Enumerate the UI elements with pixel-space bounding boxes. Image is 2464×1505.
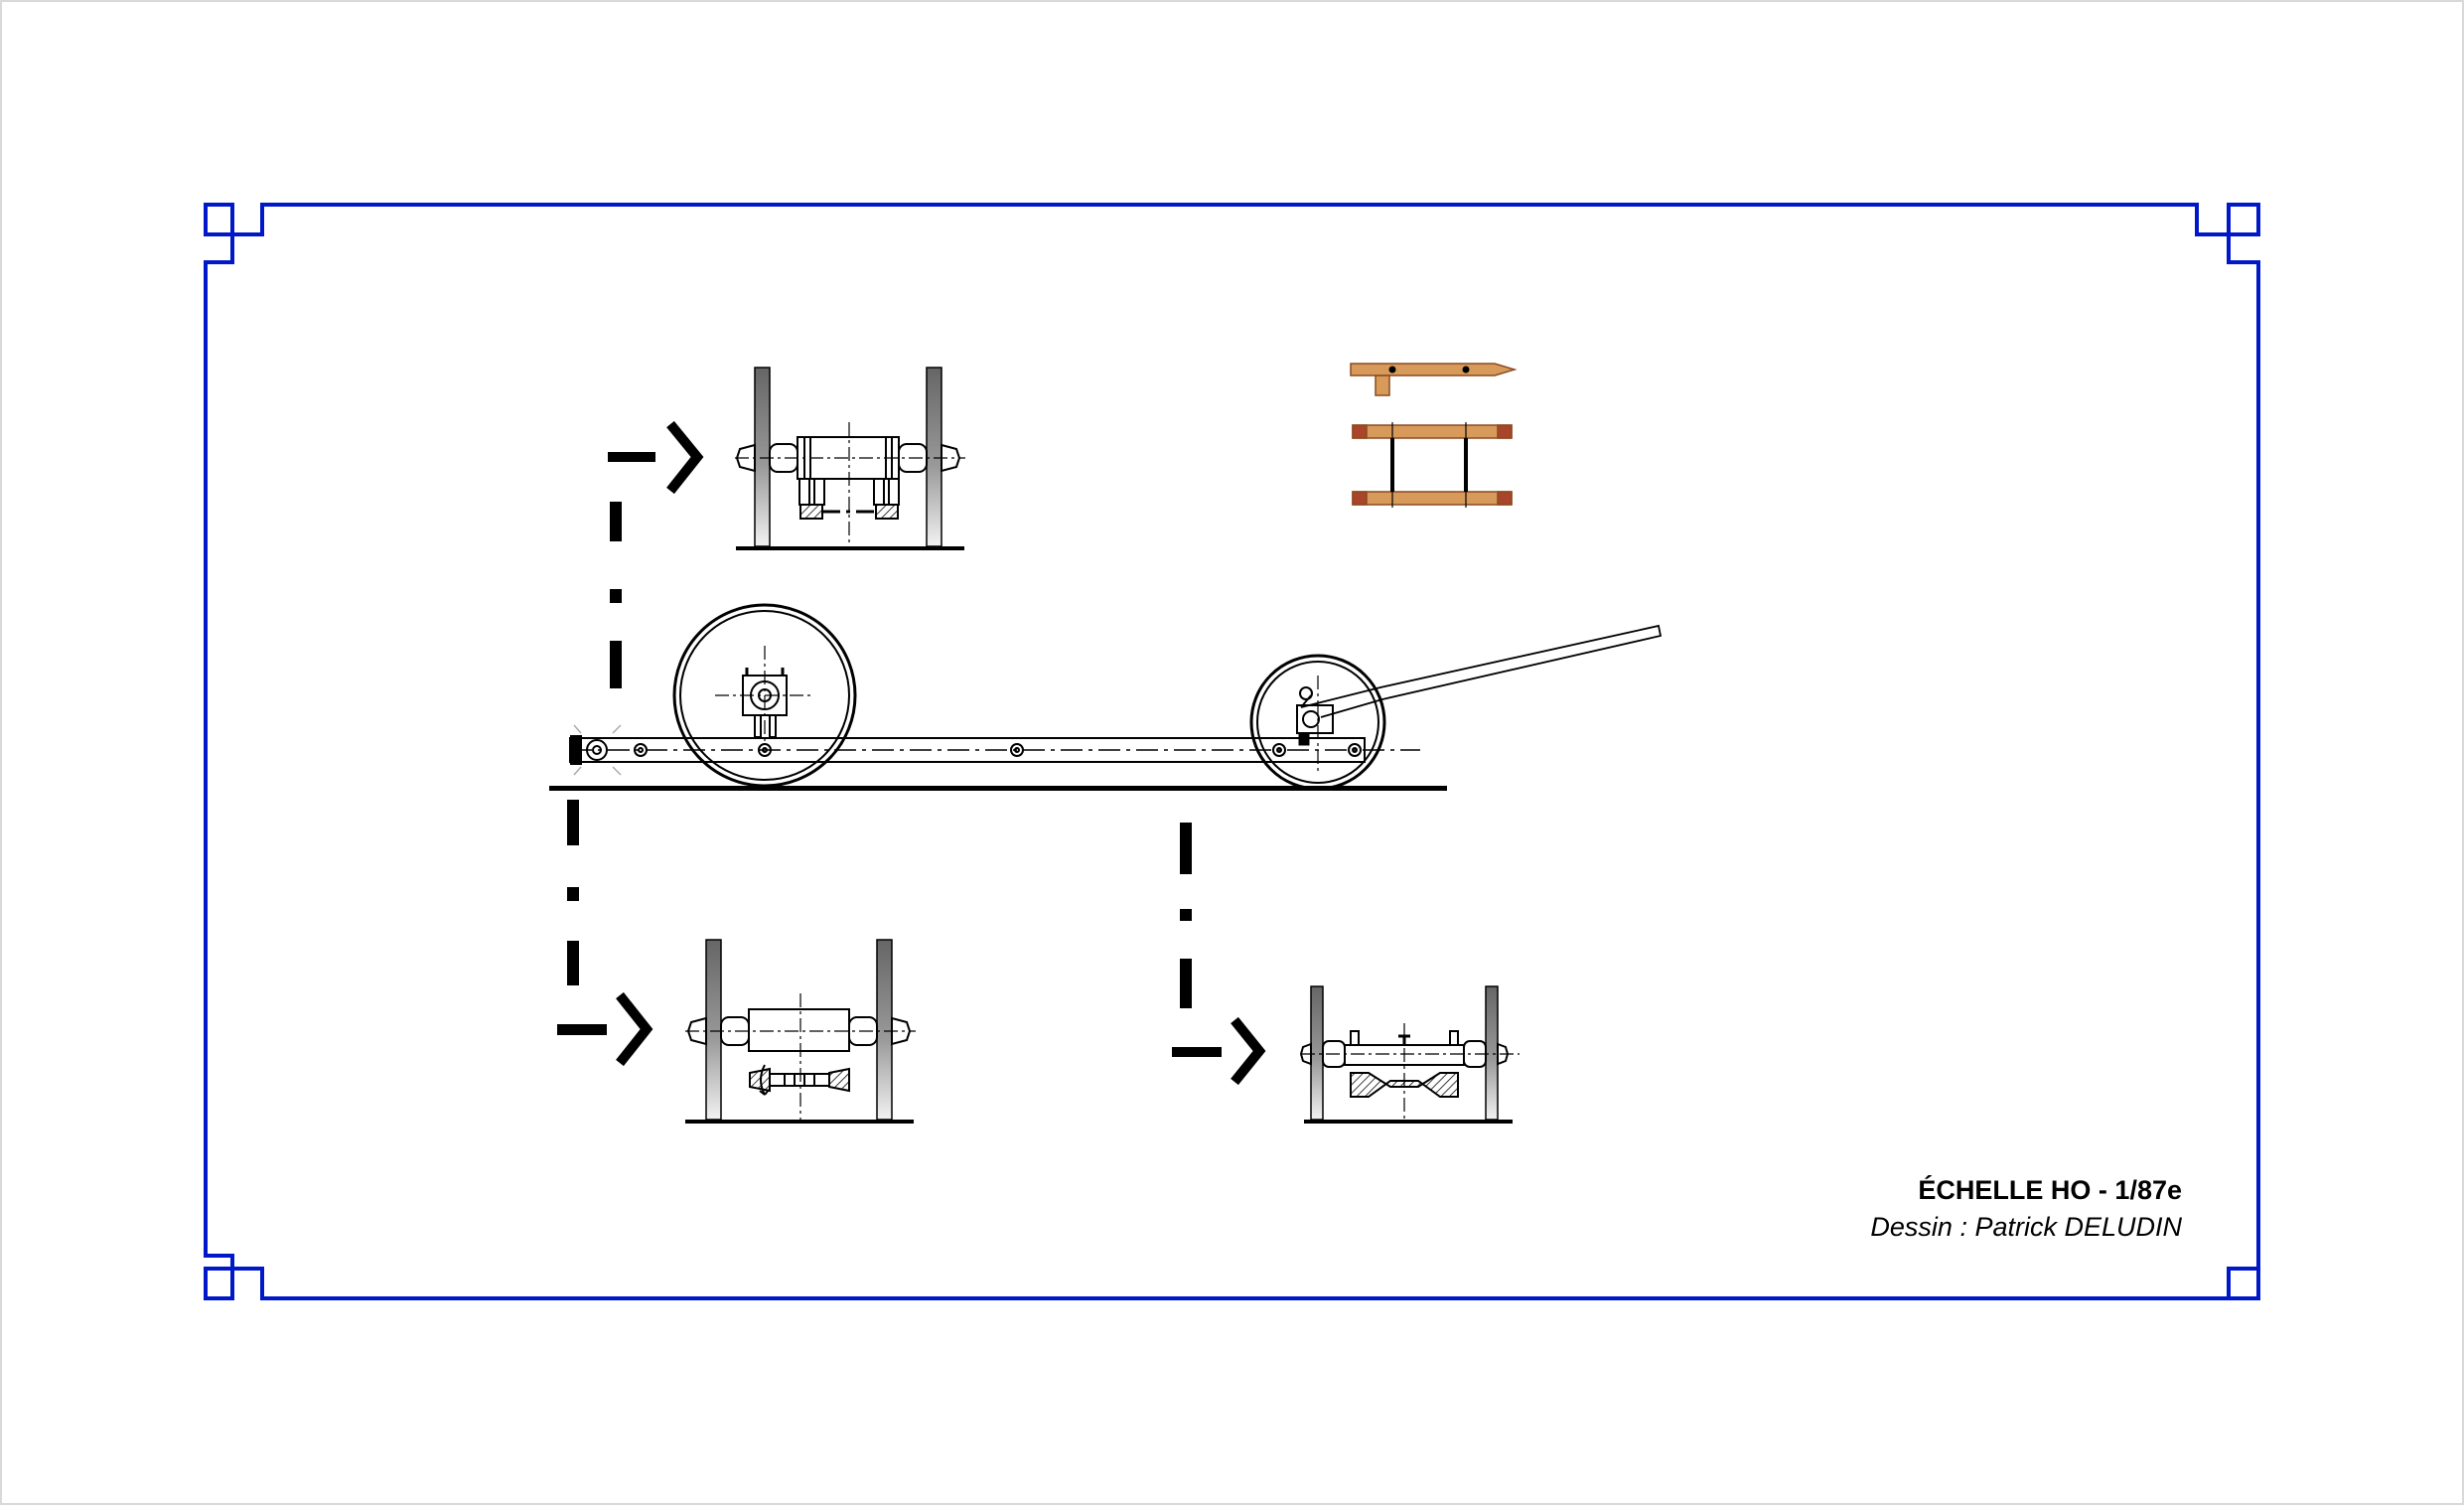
frame-corner-tl xyxy=(204,203,234,236)
section-view-bottom-right xyxy=(1299,985,1520,1124)
beam-end-block xyxy=(570,735,582,765)
side-view xyxy=(549,603,1663,791)
scale-label: ÉCHELLE HO - 1/87e xyxy=(1918,1175,2182,1205)
rear-wheel xyxy=(672,603,857,788)
drawbar xyxy=(1300,624,1663,718)
ground-line xyxy=(549,786,1447,791)
sheet-frame xyxy=(204,203,2260,1300)
chevron-right-icon xyxy=(616,991,653,1067)
wood-detail xyxy=(1350,363,1518,508)
front-wheel xyxy=(1249,654,1386,791)
section-arrows xyxy=(616,420,1266,1086)
chevron-right-icon xyxy=(1231,1016,1266,1086)
frame-corner-bl xyxy=(204,1267,234,1300)
section-view-top xyxy=(735,367,965,550)
chevron-right-icon xyxy=(666,420,704,495)
section-leaders xyxy=(557,452,1222,1057)
pivot-rays xyxy=(573,724,622,776)
frame-corner-br xyxy=(2227,1267,2260,1300)
author-label: Dessin : Patrick DELUDIN xyxy=(1870,1212,2182,1242)
frame-corner-tr xyxy=(2227,203,2260,236)
frame-border xyxy=(204,203,2260,1300)
section-view-bottom-left xyxy=(685,939,916,1124)
chassis-bolts xyxy=(586,739,1362,761)
